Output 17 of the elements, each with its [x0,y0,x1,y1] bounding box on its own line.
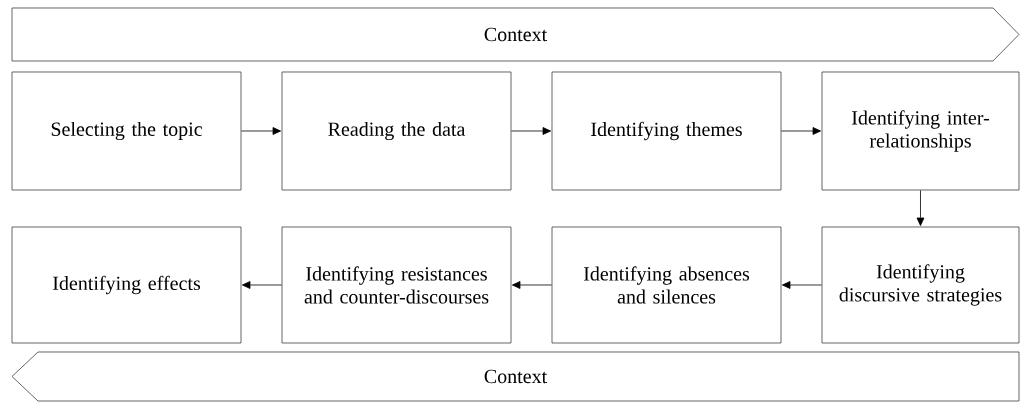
process-box: Reading the data [281,71,512,191]
arrow [242,281,282,289]
arrow [916,190,925,226]
context-banner: Context [11,351,1020,402]
arrow [511,127,551,135]
process-box: Identifying effects [11,226,242,344]
process-box: Selecting the topic [11,71,242,191]
process-box: Identifying resistances and counter-discourses [281,226,512,344]
process-box: Identifying themes [551,71,782,191]
process-box: Identifying absences and silences [551,226,782,344]
arrow [241,127,281,135]
arrow [512,281,552,289]
process-box: Identifying discursive strategies [821,226,1020,344]
process-box: Identifying inter-relationships [821,71,1020,191]
context-banner: Context [11,7,1020,62]
arrow [782,281,822,289]
arrow [781,127,821,135]
